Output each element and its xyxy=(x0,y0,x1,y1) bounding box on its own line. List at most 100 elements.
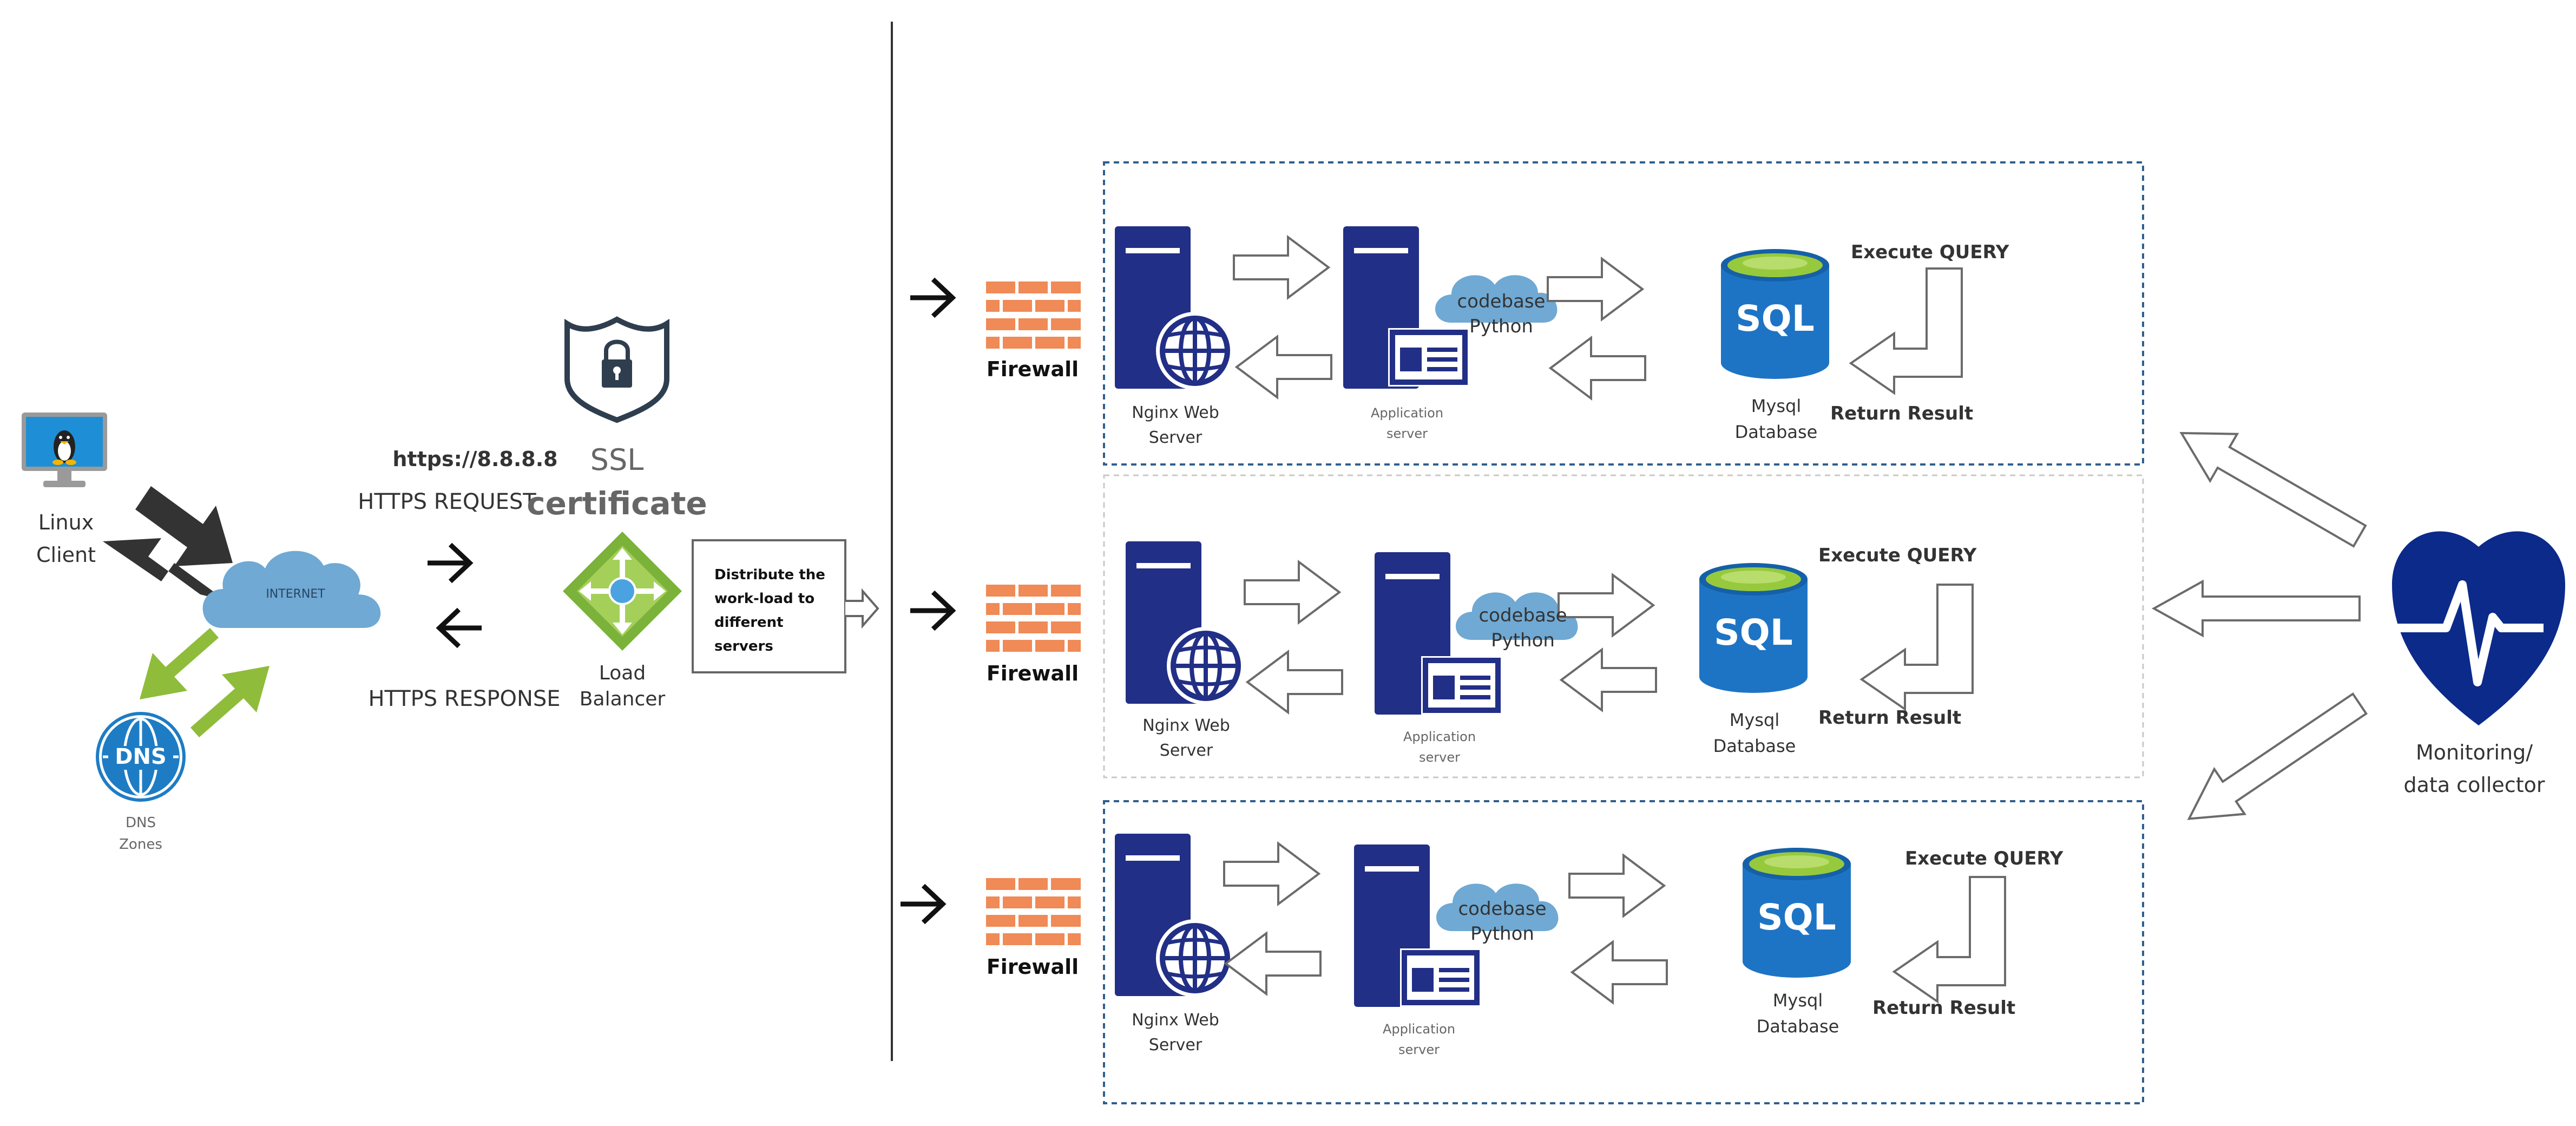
sql-icon-text: SQL xyxy=(1714,612,1793,653)
dns-to-internet-arrow xyxy=(190,666,270,737)
firewall-icon xyxy=(986,585,1081,652)
query-return-arrow xyxy=(1861,584,1974,710)
codebase-label: codebase Python xyxy=(1457,289,1545,339)
firewall-label: Firewall xyxy=(986,662,1079,685)
app-to-db-arrow xyxy=(1568,854,1665,917)
internet-to-dns-arrow xyxy=(140,628,219,699)
app-to-web-arrow xyxy=(1246,651,1343,713)
firewall-icon xyxy=(986,878,1081,945)
dns-icon-text: DNS xyxy=(115,744,167,769)
dns-label-line-2: Zones xyxy=(119,836,162,853)
firewall-inbound-arrow xyxy=(910,592,952,629)
tier-frame xyxy=(1103,474,2144,778)
nginx-server-label: Nginx Web Server xyxy=(1132,401,1219,450)
client-label: Linux Client xyxy=(36,506,96,571)
codebase-line-1: codebase xyxy=(1458,898,1547,920)
query-return-arrow xyxy=(1893,876,2006,1003)
tier-frame xyxy=(1103,800,2144,1104)
https-request-label: HTTPS REQUEST xyxy=(358,489,536,514)
app-to-web-arrow xyxy=(1225,932,1322,995)
mysql-line-2: Database xyxy=(1756,1016,1839,1037)
internet-to-client-arrow xyxy=(103,538,226,601)
codebase-line-1: codebase xyxy=(1478,605,1567,626)
codebase-label: codebase Python xyxy=(1478,603,1567,653)
https-response-label: HTTPS RESPONSE xyxy=(368,686,561,711)
nginx-server-label: Nginx Web Server xyxy=(1132,1008,1219,1058)
distribute-note-box xyxy=(692,539,846,673)
db-to-app-arrow xyxy=(1549,337,1646,400)
distribute-note-line-3: different xyxy=(714,614,784,631)
execute-query-label: Execute QUERY xyxy=(1818,545,1977,566)
nginx-label-line-2: Server xyxy=(1148,428,1202,447)
load-balancer-label: Load Balancer xyxy=(580,660,665,712)
ssl-label: SSL xyxy=(590,443,644,477)
tier-1 xyxy=(910,161,2144,466)
return-result-label: Return Result xyxy=(1818,707,1962,729)
tier-frame xyxy=(1103,161,2144,466)
linux-client-monitor-icon xyxy=(22,413,107,487)
app-server-line-2: server xyxy=(1386,426,1428,441)
app-window-icon xyxy=(1400,948,1481,1007)
client-label-line-1: Linux xyxy=(38,510,94,534)
app-server-label: Application server xyxy=(1371,403,1443,444)
firewall-inbound-arrow xyxy=(910,279,952,316)
codebase-line-2: Python xyxy=(1470,923,1534,945)
nginx-label-line-1: Nginx Web xyxy=(1142,716,1230,735)
load-balancer-line-2: Balancer xyxy=(579,688,666,710)
firewall-inbound-arrow xyxy=(901,886,943,922)
load-balancer-line-1: Load xyxy=(599,662,646,684)
web-to-app-arrow xyxy=(1223,842,1320,905)
return-result-label: Return Result xyxy=(1830,403,1974,424)
execute-query-label: Execute QUERY xyxy=(1851,241,2009,263)
mysql-line-1: Mysql xyxy=(1729,710,1780,730)
codebase-line-1: codebase xyxy=(1457,291,1546,312)
dns-label-line-1: DNS xyxy=(126,815,156,831)
app-server-line-2: server xyxy=(1398,1042,1440,1057)
distribute-note-text: Distribute the work-load to different se… xyxy=(714,563,825,658)
mysql-database-label: Mysql Database xyxy=(1757,987,1839,1039)
globe-icon xyxy=(1156,919,1234,997)
nginx-label-line-1: Nginx Web xyxy=(1132,1011,1219,1030)
app-server-line-1: Application xyxy=(1370,405,1444,421)
https-url: https://8.8.8.8 xyxy=(392,447,558,471)
certificate-label: certificate xyxy=(527,485,707,522)
nginx-label-line-2: Server xyxy=(1159,741,1213,760)
app-window-icon xyxy=(1421,656,1502,715)
firewall-icon xyxy=(986,282,1081,349)
monitoring-label: Monitoring/ data collector xyxy=(2404,736,2545,801)
app-to-web-arrow xyxy=(1236,336,1332,398)
https-response-arrow xyxy=(439,610,482,646)
mysql-database-label: Mysql Database xyxy=(1735,393,1818,445)
firewall-label: Firewall xyxy=(986,357,1079,381)
app-to-db-arrow xyxy=(1547,258,1644,320)
distribute-note-line-2: work-load to xyxy=(714,591,815,607)
firewall-label: Firewall xyxy=(986,955,1079,979)
client-label-line-2: Client xyxy=(36,543,96,567)
monitoring-heart-icon xyxy=(2392,531,2565,725)
tier-2 xyxy=(910,474,2144,778)
mysql-line-2: Database xyxy=(1713,736,1796,756)
app-server-label: Application server xyxy=(1383,1019,1455,1060)
monitoring-line-1: Monitoring/ xyxy=(2415,741,2533,764)
app-server-label: Application server xyxy=(1403,726,1476,768)
sql-icon-text: SQL xyxy=(1757,896,1836,938)
mysql-database-label: Mysql Database xyxy=(1713,707,1796,759)
load-balancer-icon xyxy=(563,532,682,651)
nginx-label-line-2: Server xyxy=(1148,1036,1202,1055)
app-server-line-1: Application xyxy=(1403,729,1476,744)
nginx-label-line-1: Nginx Web xyxy=(1132,403,1219,422)
return-result-label: Return Result xyxy=(1872,997,2016,1019)
web-to-app-arrow xyxy=(1233,236,1330,299)
monitor-to-tier-1-arrow xyxy=(2166,408,2374,561)
dns-zones-icon xyxy=(96,712,186,802)
db-to-app-arrow xyxy=(1571,941,1668,1004)
ssl-shield-icon xyxy=(564,316,669,423)
dns-zones-label: DNS Zones xyxy=(119,812,162,855)
codebase-line-2: Python xyxy=(1491,630,1555,651)
https-request-arrow xyxy=(428,545,470,581)
codebase-label: codebase Python xyxy=(1458,896,1546,946)
mysql-line-1: Mysql xyxy=(1751,396,1802,416)
distribute-note-arrow xyxy=(845,588,879,629)
globe-icon xyxy=(1156,312,1234,390)
